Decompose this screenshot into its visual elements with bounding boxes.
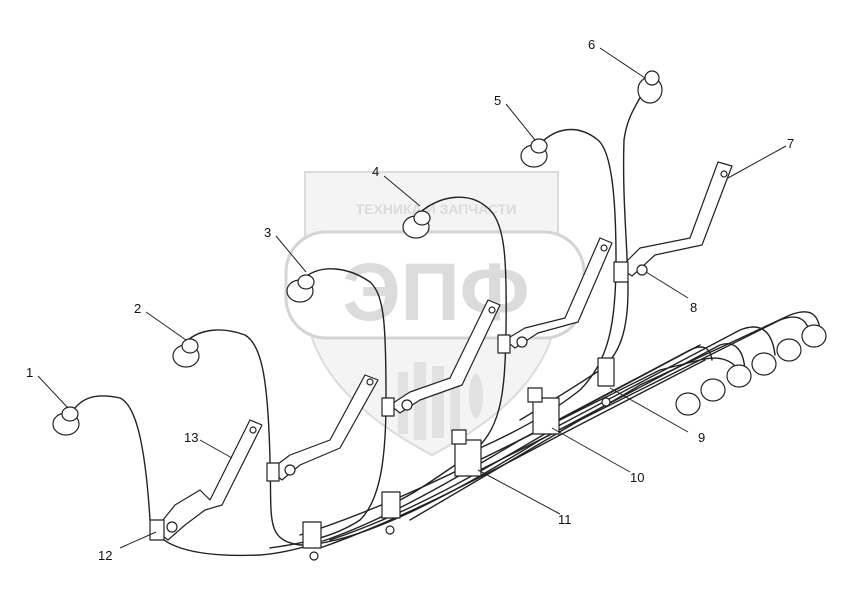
- callout-13: 13: [184, 430, 198, 445]
- clamp-12: [149, 519, 165, 541]
- clamp-9: [597, 357, 615, 387]
- leaders: [37, 47, 787, 549]
- nut-5: [520, 138, 548, 168]
- nut-4: [402, 210, 431, 239]
- clamp-8: [613, 261, 629, 283]
- callout-8: 8: [690, 300, 697, 315]
- bracket-13: [154, 419, 263, 541]
- nut-6: [637, 70, 663, 104]
- bracket-7: [619, 161, 733, 277]
- pump-nuts: [675, 324, 827, 416]
- callout-11: 11: [558, 512, 572, 527]
- callout-12: 12: [98, 548, 112, 563]
- pipe-6: [519, 79, 649, 421]
- callout-1: 1: [26, 365, 33, 380]
- nuts: [52, 70, 827, 436]
- watermark-logo-text: ЭПФ: [342, 247, 529, 338]
- callout-3: 3: [264, 225, 271, 240]
- callout-2: 2: [134, 301, 141, 316]
- watermark-top-text: ТЕХНИКА И ЗАПЧАСТИ: [356, 201, 517, 217]
- callout-4: 4: [372, 164, 379, 179]
- nut-2: [172, 338, 200, 368]
- callout-6: 6: [588, 37, 595, 52]
- clamp-10: [532, 397, 560, 435]
- callout-7: 7: [787, 136, 794, 151]
- clamps: [149, 261, 648, 561]
- callout-10: 10: [630, 470, 644, 485]
- nut-3: [286, 274, 315, 303]
- callout-5: 5: [494, 93, 501, 108]
- clamp-11: [454, 439, 482, 477]
- nut-1: [52, 406, 80, 436]
- callout-labels: 1 2 3 4 5 6 7 8 9 10 11 12 13: [26, 37, 794, 563]
- callout-9: 9: [698, 430, 705, 445]
- pipes: [70, 79, 821, 557]
- pipe-4: [399, 196, 507, 501]
